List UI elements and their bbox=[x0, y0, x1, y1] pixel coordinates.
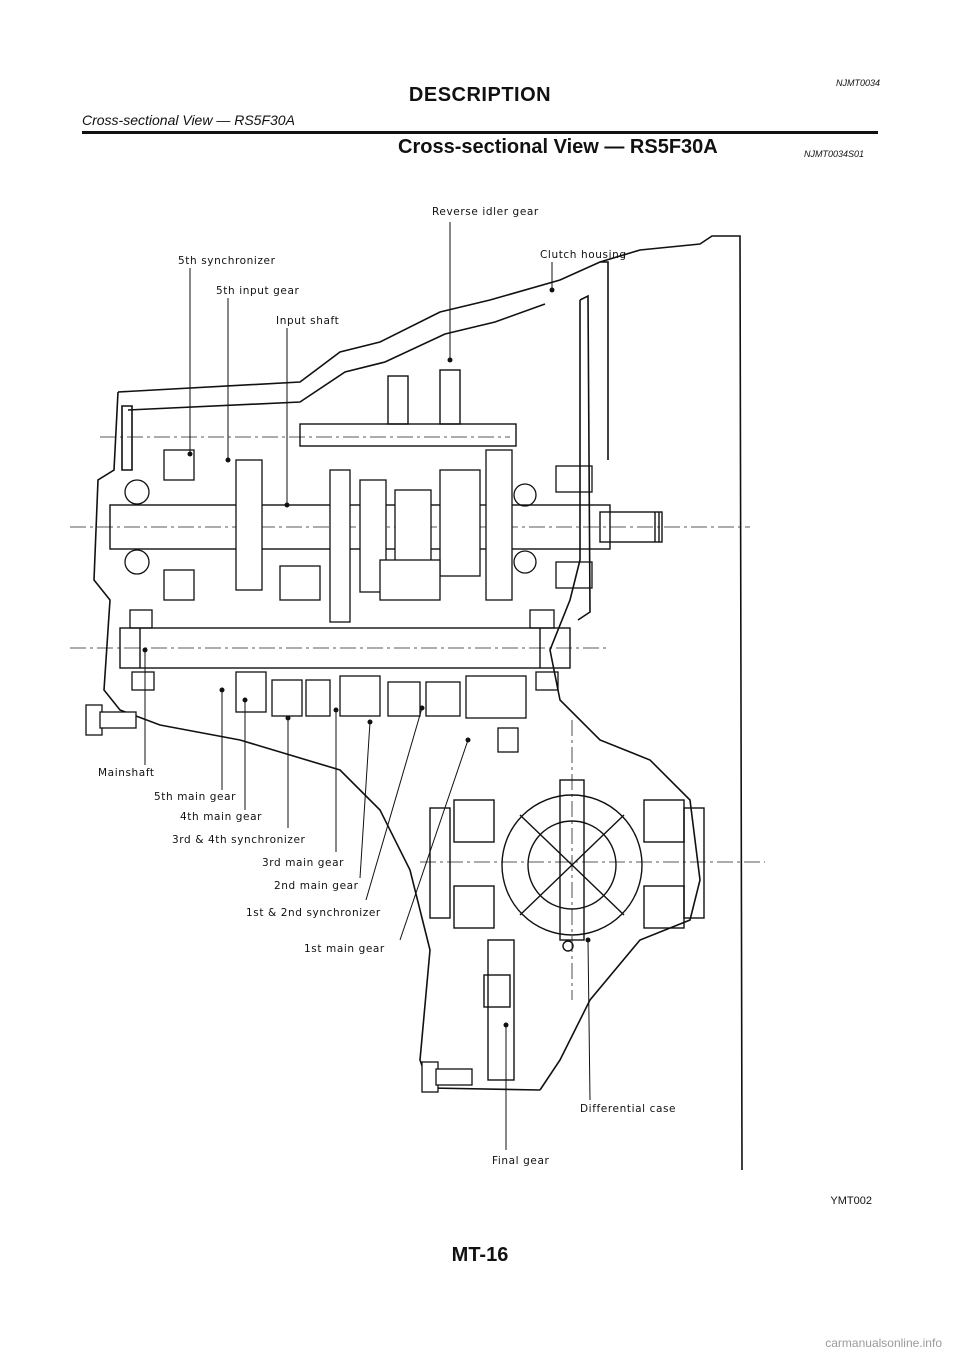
section-subtitle: Cross-sectional View — RS5F30A bbox=[82, 112, 295, 128]
page-number: MT-16 bbox=[451, 1244, 509, 1266]
mainshaft bbox=[119, 627, 571, 669]
transaxle-cross-section-diagram: Reverse idler gear Clutch housing 5th sy… bbox=[70, 206, 765, 1171]
label-5th-synchronizer: 5th synchronizer bbox=[178, 255, 276, 267]
label-clutch-housing: Clutch housing bbox=[540, 249, 627, 261]
bearings bbox=[124, 465, 593, 691]
figure-code: YMT002 bbox=[830, 1195, 872, 1207]
transmission-case bbox=[93, 235, 743, 1171]
heading-code: NJMT0034S01 bbox=[804, 149, 865, 159]
section-title: DESCRIPTION bbox=[408, 84, 552, 106]
page-heading: Cross-sectional View — RS5F30A bbox=[398, 136, 718, 158]
leader-dots bbox=[142, 287, 591, 1028]
label-differential-case: Differential case bbox=[580, 1103, 676, 1115]
document-code: NJMT0034 bbox=[835, 78, 880, 88]
label-1st-main-gear: 1st main gear bbox=[304, 943, 385, 955]
label-1st-2nd-synchronizer: 1st & 2nd synchronizer bbox=[246, 907, 381, 919]
gear-blocks bbox=[163, 449, 527, 719]
label-3rd-main-gear: 3rd main gear bbox=[262, 857, 344, 869]
header-rule bbox=[82, 131, 878, 134]
callout-labels: Reverse idler gear Clutch housing 5th sy… bbox=[98, 206, 676, 1167]
bolts bbox=[85, 704, 519, 1093]
watermark-link[interactable]: carmanualsonline.info bbox=[825, 1336, 942, 1350]
label-2nd-main-gear: 2nd main gear bbox=[274, 880, 359, 892]
label-5th-main-gear: 5th main gear bbox=[154, 791, 236, 803]
label-4th-main-gear: 4th main gear bbox=[180, 811, 262, 823]
label-reverse-idler-gear: Reverse idler gear bbox=[432, 206, 539, 218]
label-3rd-4th-synchronizer: 3rd & 4th synchronizer bbox=[172, 834, 306, 846]
label-input-shaft: Input shaft bbox=[276, 315, 339, 327]
label-5th-input-gear: 5th input gear bbox=[216, 285, 299, 297]
leader-lines bbox=[144, 222, 591, 1150]
label-mainshaft: Mainshaft bbox=[98, 767, 155, 779]
label-final-gear: Final gear bbox=[492, 1155, 549, 1167]
differential bbox=[429, 779, 705, 1081]
